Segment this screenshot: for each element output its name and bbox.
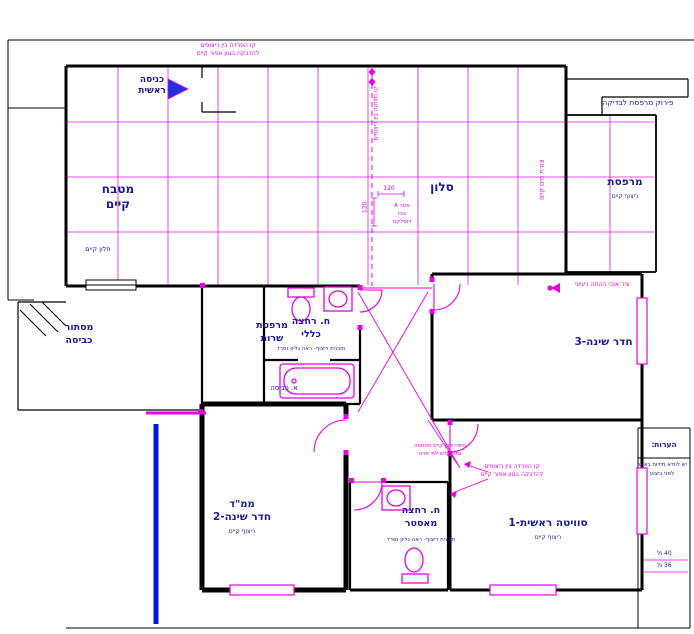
walls-main	[17, 64, 689, 593]
balcony-check-note: פירוק מרפסת לבדיקה	[602, 98, 674, 107]
mamad-label: ממ"ד	[229, 499, 255, 510]
top-note-line1: קו הפרדה בין ריצופים	[200, 42, 256, 49]
bedroom2-floor-label: ריצוף קיים	[228, 528, 256, 535]
cladding-note-line2: גמר חדש לפי פרט	[418, 451, 462, 457]
tile-divider-label: קו חלוקה בין ריצופים	[372, 86, 380, 141]
existing-window-label: חלון קיים	[85, 245, 111, 253]
tile-separation-line	[360, 66, 432, 289]
laundry-hideout-line1: מסתור	[64, 322, 94, 333]
service-balcony-line1: מרפסת	[256, 320, 288, 331]
toilet-icon	[287, 287, 315, 322]
dimension-40-label: 40 מ'	[656, 550, 672, 557]
notes-line2: לפני ביצוע	[649, 471, 675, 477]
service-balcony-line2: שרות	[260, 333, 284, 344]
suite-floor-label: ריצוף קיים	[534, 534, 562, 541]
bottom-right-note-line1: קו הפרדה בין ריצופים	[484, 463, 540, 470]
balcony-floor-label: ריצוף קיים	[611, 193, 639, 200]
bathroom-master-line2: מאסטר	[404, 518, 438, 529]
bathroom-general-line2: כללי	[301, 329, 321, 340]
master-sink-icon	[381, 485, 411, 511]
windows	[229, 297, 648, 596]
dimension-lines	[371, 191, 688, 573]
flooring-plan-note: תוכנית ריצוף- ראה גליון נפרד	[276, 346, 346, 352]
cladding-note-line1: חיפוי אבן קיים ומחופה	[414, 443, 466, 449]
tile-grid	[67, 67, 654, 285]
dim-120-vertical: 120	[361, 201, 369, 214]
laundry-hideout-line2: כביסה	[65, 335, 93, 346]
bottom-right-note-line2: להדבקה בגוון אפור קיים	[480, 471, 544, 478]
bathtub-icon	[279, 363, 355, 399]
axis-note-label: ציר אנכי ההזזה רעיוני	[574, 281, 630, 288]
notes-line1: יש לוודא מידות באתר	[637, 462, 687, 468]
water-pipes-label: צנרת מים קיים	[537, 159, 546, 200]
laundry-area-label: א. כביסה	[270, 384, 298, 392]
living-room-label: סלון	[430, 180, 454, 194]
bathroom-master-line1: ח. רחצה	[401, 505, 441, 516]
bedroom2-label: חדר שינה-2	[212, 511, 272, 523]
door-swings	[313, 283, 479, 511]
construction-marks	[357, 291, 489, 498]
area-note-line3: דופלקס	[392, 219, 412, 225]
entrance-label-line2: ראשית	[138, 86, 166, 96]
master-toilet-icon	[401, 547, 429, 584]
balcony-label: מרפסת	[607, 176, 643, 188]
dimension-36-label: 36 מ'	[656, 562, 672, 569]
kitchen-window	[85, 279, 137, 291]
utility-riser-line	[146, 411, 206, 624]
area-note-line2: בניו	[397, 211, 407, 217]
notes-title: הערות:	[651, 440, 677, 449]
area-note-line1: אזור A	[394, 203, 410, 209]
axis-symbol	[547, 283, 560, 293]
sink-icon	[323, 286, 353, 312]
entrance-label-line1: כניסה	[139, 75, 165, 85]
dim-120-horizontal: 120	[383, 185, 395, 192]
bedroom3-label: חדר שינה-3	[574, 336, 633, 348]
master-flooring-note: תוכנית ריצוף- ראה גליון נפרד	[386, 537, 456, 543]
bathroom-general-line1: ח. רחצה	[291, 316, 331, 327]
top-note-line2: להדבקה בגוון אפור קיים	[196, 50, 260, 57]
main-suite-label: סוויטה ראשית-1	[508, 517, 588, 529]
entrance-arrow-icon	[167, 78, 189, 100]
kitchen-label-line2: קיים	[105, 197, 131, 211]
kitchen-label-line1: מטבח	[101, 182, 135, 196]
